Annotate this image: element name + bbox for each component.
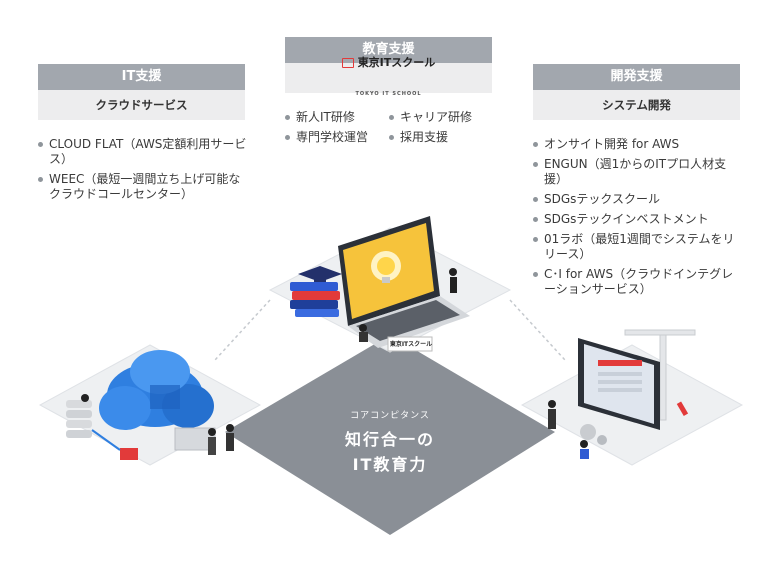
it-support-panel: IT支援 クラウドサービス CLOUD FLAT（AWS定額利用サービス） WE… xyxy=(38,64,246,201)
it-support-subtitle: クラウドサービス xyxy=(38,90,245,120)
development-subtitle: システム開発 xyxy=(533,90,740,120)
list-item: 01ラボ（最短1週間でシステムをリリース） xyxy=(533,232,743,262)
school-logo-text: 東京ITスクール xyxy=(357,55,436,69)
list-item: WEEC（最短一週間立ち上げ可能なクラウドコールセンター） xyxy=(38,172,248,202)
list-item: オンサイト開発 for AWS xyxy=(533,137,743,152)
development-panel: 開発支援 システム開発 オンサイト開発 for AWS ENGUN（週1からのI… xyxy=(533,64,740,296)
development-list: オンサイト開発 for AWS ENGUN（週1からのITプロ人材支援） SDG… xyxy=(533,137,743,302)
development-scene xyxy=(520,329,744,466)
core-diamond xyxy=(225,335,555,535)
connector-lines xyxy=(214,299,566,361)
list-item: SDGsテックインベストメント xyxy=(533,212,743,227)
education-list-col2: キャリア研修 採用支援 xyxy=(389,110,485,150)
core-label: コアコンピタンス xyxy=(350,411,430,421)
laptop-sign: 東京ITスクール xyxy=(389,341,433,348)
development-title: 開発支援 xyxy=(533,64,740,90)
it-support-title: IT支援 xyxy=(38,64,245,90)
list-item: C･I for AWS（クラウドインテグレーションサービス） xyxy=(533,267,743,297)
cloud-scene xyxy=(38,344,262,466)
education-scene xyxy=(268,216,512,353)
list-item: 新人IT研修 xyxy=(285,110,381,125)
it-support-list: CLOUD FLAT（AWS定額利用サービス） WEEC（最短一週間立ち上げ可能… xyxy=(38,137,248,207)
core-title-line1: 知行合一の xyxy=(344,430,435,449)
education-panel: 教育支援 東京ITスクール TOKYO IT SCHOOL 新人IT研修 専門学… xyxy=(285,37,492,144)
list-item: SDGsテックスクール xyxy=(533,192,743,207)
list-item: CLOUD FLAT（AWS定額利用サービス） xyxy=(38,137,248,167)
school-logo: 東京ITスクール TOKYO IT SCHOOL xyxy=(285,56,492,97)
core-title-line2: IT教育力 xyxy=(352,455,428,474)
education-list-col1: 新人IT研修 専門学校運営 xyxy=(285,110,381,150)
education-title: 教育支援 xyxy=(285,37,492,63)
list-item: キャリア研修 xyxy=(389,110,485,125)
list-item: 採用支援 xyxy=(389,130,485,145)
monitor-icon xyxy=(341,57,354,68)
school-logo-tagline: TOKYO IT SCHOOL xyxy=(355,90,422,97)
list-item: ENGUN（週1からのITプロ人材支援） xyxy=(533,157,743,187)
list-item: 専門学校運営 xyxy=(285,130,381,145)
